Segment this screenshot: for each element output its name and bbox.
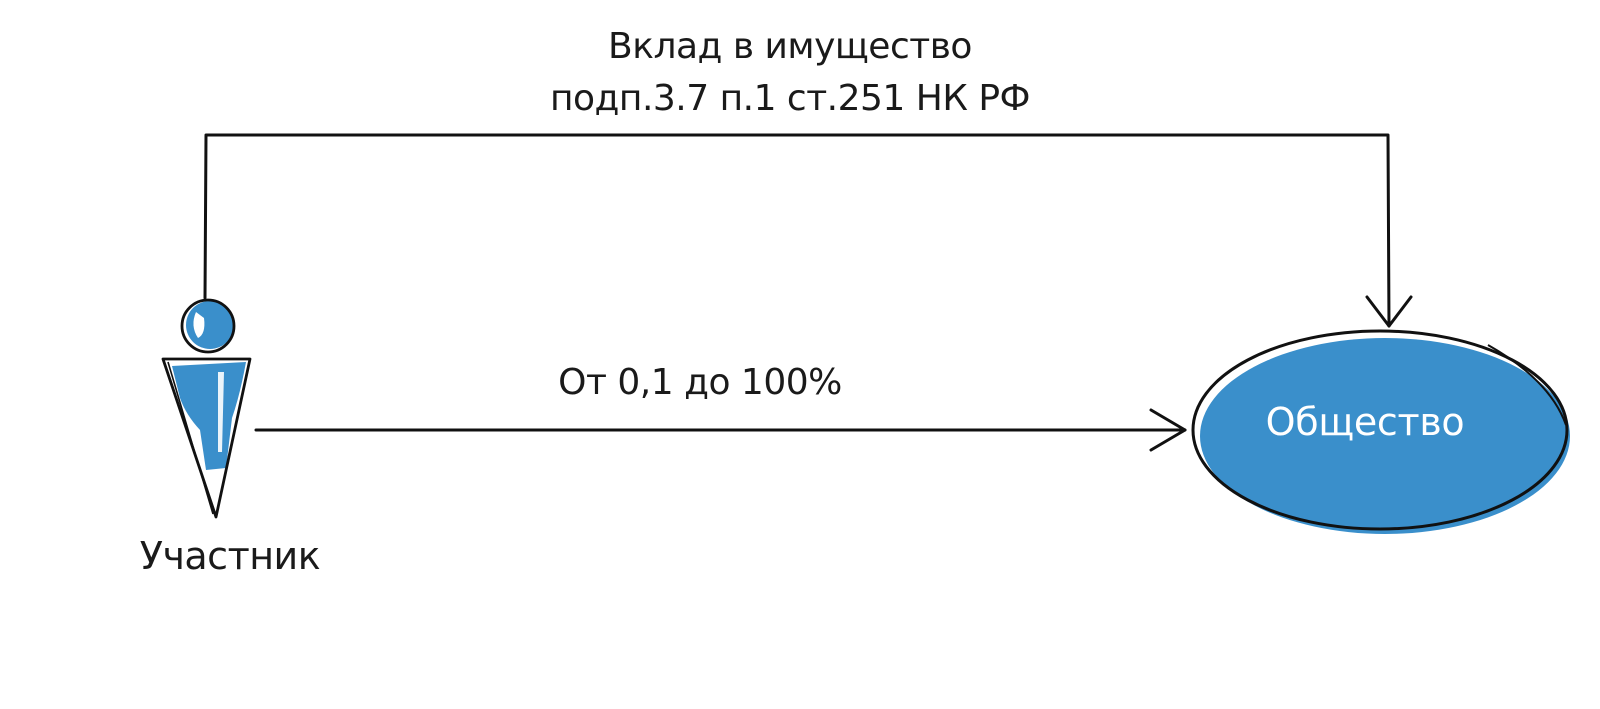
society-ellipse-outline — [1191, 329, 1569, 531]
society-node — [1191, 329, 1570, 534]
person-body-outline-inner — [167, 361, 214, 515]
society-ellipse-sketch-stroke — [1487, 344, 1567, 426]
person-head-outline — [180, 298, 236, 354]
society-label: Общество — [1265, 400, 1465, 444]
ownership-share-label: От 0,1 до 100% — [558, 362, 842, 403]
person-head-highlight — [193, 312, 205, 338]
person-icon — [161, 298, 252, 519]
person-body-outline — [161, 357, 252, 519]
ownership-arrowhead — [1149, 408, 1187, 452]
contribution-arrowhead — [1365, 295, 1413, 328]
person-body-fill — [172, 362, 246, 470]
person-body-highlight — [218, 372, 224, 452]
society-ellipse-fill — [1200, 338, 1570, 534]
contribution-label-line-1: Вклад в имущество — [608, 26, 972, 67]
participant-label: Участник — [139, 534, 321, 578]
contribution-label-line-2: подп.3.7 п.1 ст.251 НК РФ — [549, 78, 1031, 119]
contribution-arrow-line — [203, 133, 1391, 328]
contribution-arrow — [203, 133, 1413, 328]
ownership-arrow — [254, 408, 1187, 452]
